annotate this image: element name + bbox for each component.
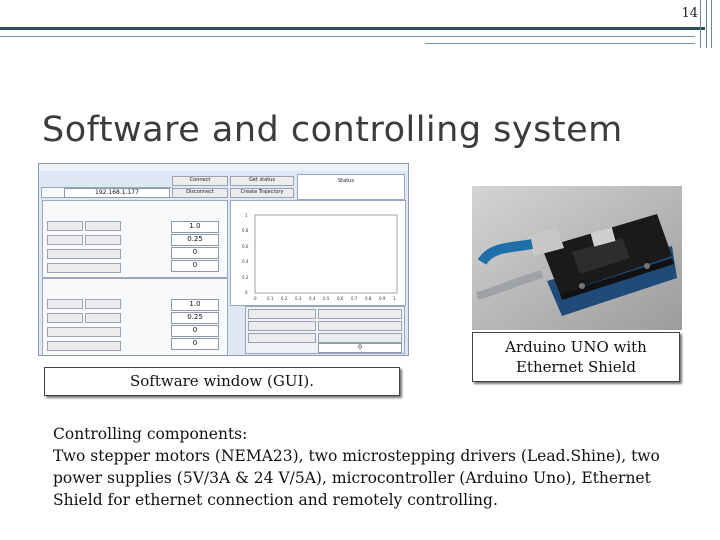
gui-y-tick: 0.2 xyxy=(242,275,249,280)
gui-x-tick: 0.4 xyxy=(309,296,316,301)
arduino-caption-line2: Ethernet Shield xyxy=(515,358,637,376)
gui-x-field-2: 0.25 xyxy=(171,234,219,246)
gui-y-btn-3 xyxy=(47,313,83,323)
gui-menubar xyxy=(39,164,408,171)
slide-title: Software and controlling system xyxy=(42,110,623,150)
gui-status-panel: Status xyxy=(297,174,405,200)
gui-y-tick: 0 xyxy=(245,290,248,295)
gui-trajectory-table: 0 xyxy=(245,306,405,354)
gui-table-row xyxy=(248,309,316,319)
header-vline-3 xyxy=(711,0,712,48)
body-line: power supplies (5V/3A & 24 V/5A), microc… xyxy=(53,469,651,487)
gui-table-row xyxy=(318,321,402,331)
gui-y-btn-5 xyxy=(47,327,121,337)
arduino-caption-line1: Arduino UNO with xyxy=(505,338,647,356)
gui-x-field-3: 0 xyxy=(171,247,219,259)
gui-x-tick: 0 xyxy=(254,296,257,301)
gui-x-field-1: 1.0 xyxy=(171,221,219,233)
gui-x-motor-panel: 1.0 0.25 0 0 xyxy=(42,200,228,278)
gui-y-tick: 0.8 xyxy=(242,228,249,233)
gui-x-btn-2 xyxy=(85,221,121,231)
gui-disconnect-button: Disconnect xyxy=(172,188,228,198)
body-line: Shield for ethernet connection and remot… xyxy=(53,491,498,509)
gui-y-tick: 1 xyxy=(245,213,248,218)
gui-ip-panel: 192.168.1.177 xyxy=(41,187,173,198)
gui-x-tick: 0.5 xyxy=(323,296,330,301)
gui-y-field-2: 0.25 xyxy=(171,312,219,324)
gui-x-tick: 0.2 xyxy=(281,296,288,301)
arduino-caption: Arduino UNO with Ethernet Shield xyxy=(472,332,680,382)
header-rule xyxy=(0,27,705,30)
gui-y-motor-panel: 1.0 0.25 0 0 xyxy=(42,278,228,355)
gui-x-tick: 0.8 xyxy=(365,296,372,301)
gui-caption: Software window (GUI). xyxy=(44,367,400,396)
body-text: Controlling components: Two stepper moto… xyxy=(53,423,693,511)
gui-x-btn-6 xyxy=(47,263,121,273)
gui-plot-axes xyxy=(254,214,398,294)
body-heading: Controlling components: xyxy=(53,425,248,443)
gui-x-tick: 1 xyxy=(393,296,396,301)
gui-create-trajectory-button: Create Trajectory xyxy=(230,188,294,198)
arduino-photo xyxy=(472,186,682,330)
gui-y-tick: 0.4 xyxy=(242,259,249,264)
gui-table-row xyxy=(248,321,316,331)
header-vline-2 xyxy=(706,0,707,48)
gui-table-row xyxy=(318,333,402,343)
gui-x-btn-5 xyxy=(47,249,121,259)
gui-y-tick: 0.6 xyxy=(242,244,249,249)
gui-y-field-1: 1.0 xyxy=(171,299,219,311)
gui-y-btn-2 xyxy=(85,299,121,309)
body-line: Two stepper motors (NEMA23), two microst… xyxy=(53,447,660,465)
gui-y-field-4: 0 xyxy=(171,338,219,350)
gui-connect-button: Connect xyxy=(172,176,228,186)
gui-y-btn-1 xyxy=(47,299,83,309)
gui-y-btn-6 xyxy=(47,341,121,351)
gui-table-row xyxy=(248,333,316,343)
gui-bottom-field: 0 xyxy=(318,343,402,353)
gui-x-tick: 0.6 xyxy=(337,296,344,301)
gui-x-tick: 0.3 xyxy=(295,296,302,301)
header-vline xyxy=(700,0,701,48)
gui-y-field-3: 0 xyxy=(171,325,219,337)
gui-plot-panel: 1 0.8 0.6 0.4 0.2 0 0 0.1 0.2 0.3 0.4 0.… xyxy=(230,200,406,306)
gui-y-btn-4 xyxy=(85,313,121,323)
gui-x-btn-1 xyxy=(47,221,83,231)
gui-get-status-button: Get status xyxy=(230,176,294,186)
gui-x-btn-3 xyxy=(47,235,83,245)
gui-table-row xyxy=(318,309,402,319)
gui-x-tick: 0.1 xyxy=(267,296,274,301)
gui-status-label: Status xyxy=(338,178,354,184)
gui-x-field-4: 0 xyxy=(171,260,219,272)
header-rule-thin-2 xyxy=(425,43,695,44)
page-number: 14 xyxy=(681,6,698,21)
gui-x-tick: 0.9 xyxy=(379,296,386,301)
gui-screenshot: 192.168.1.177 Connect Get status Disconn… xyxy=(38,163,409,356)
header-rule-thin xyxy=(0,36,695,37)
gui-ip-field: 192.168.1.177 xyxy=(64,188,170,198)
arduino-board-illustration xyxy=(472,186,682,330)
gui-x-tick: 0.7 xyxy=(351,296,358,301)
gui-x-btn-4 xyxy=(85,235,121,245)
